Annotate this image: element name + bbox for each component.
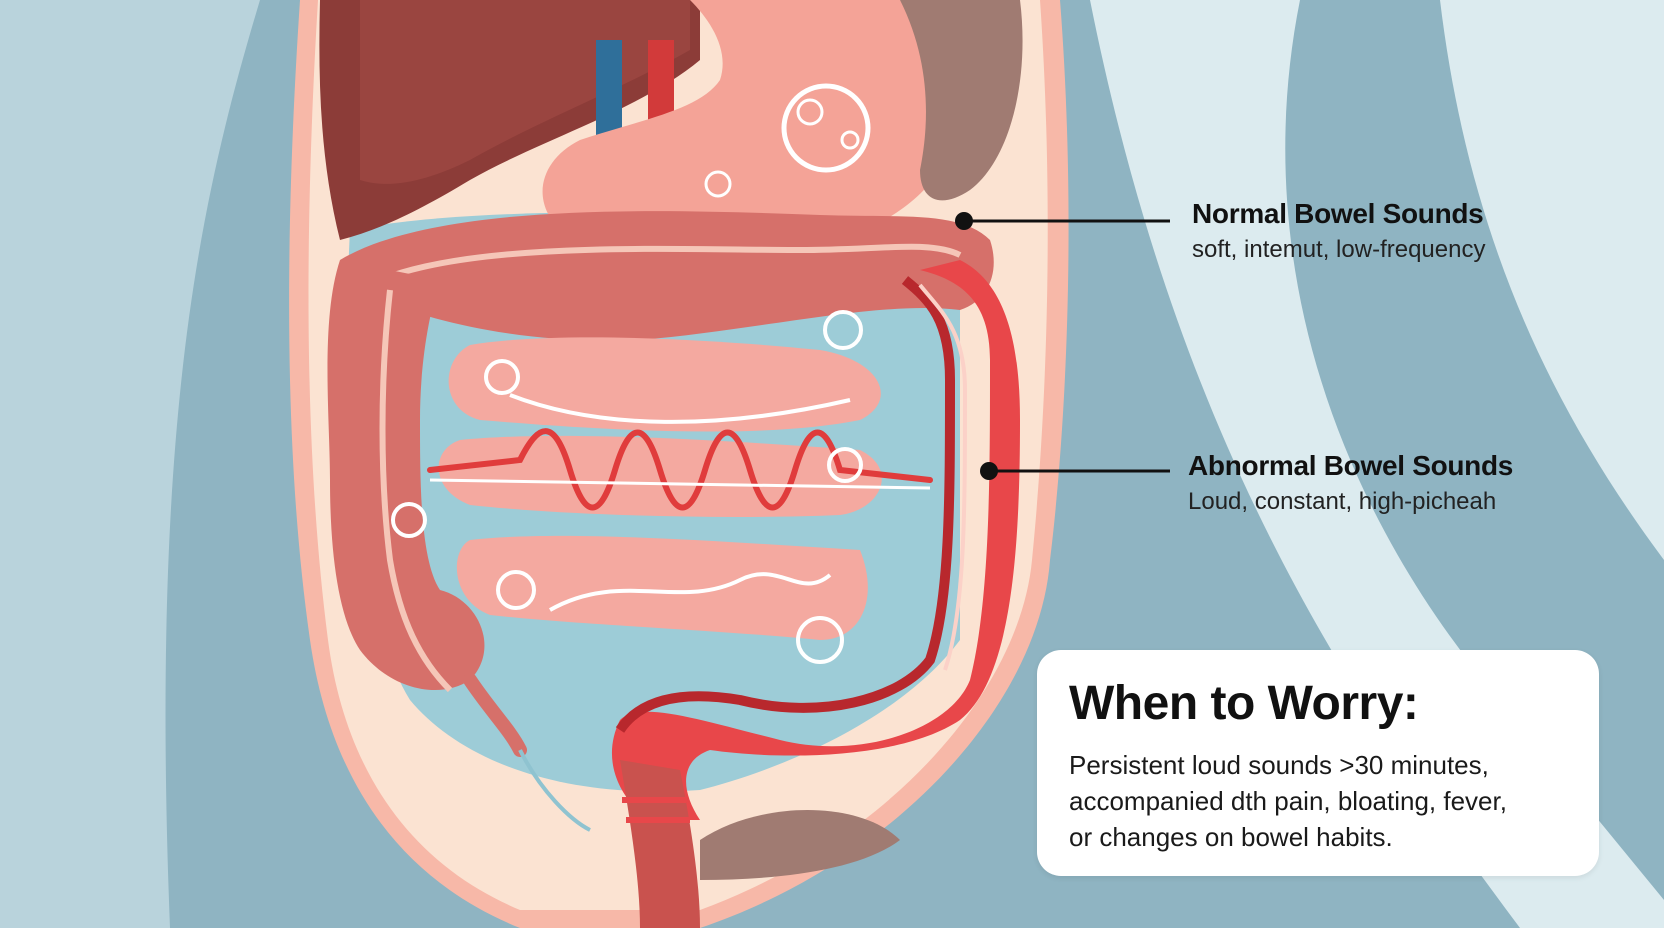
appendix-tail [518,749,591,832]
gas-bubbles [391,83,871,664]
background-stripe-left [0,0,260,928]
ascending-colon-lining [379,289,453,693]
small-intestine-loop-3 [456,535,868,640]
normal-label-title: Normal Bowel Sounds [1192,198,1484,229]
descending-colon-inner [615,276,956,733]
abnormal-bowel-sounds-label: Abnormal Bowel Sounds Loud, constant, hi… [1188,450,1513,516]
rectum-bands [622,797,690,823]
gas-bubble-icon [391,502,427,538]
gas-bubble-icon [823,310,863,350]
normal-label-subtitle: soft, intemut, low-frequency [1192,236,1486,263]
sound-wave-icon [427,428,933,511]
worry-card-line: Persistent loud sounds >30 minutes, [1069,750,1489,780]
gas-bubble-icon [827,447,863,483]
small-intestine-loop-1 [448,337,881,432]
gas-bubble-icon [704,170,732,198]
gas-bubble-icon [796,98,824,126]
background-stripe-right [1090,0,1664,928]
gas-bubble-icon [796,616,844,664]
background-stripe-far-right [1440,0,1664,560]
worry-card-line: or changes on bowel habits. [1069,822,1393,852]
transverse-colon [340,211,994,341]
abnormal-label-subtitle: Loud, constant, high-picheah [1188,488,1497,515]
worry-card-body: Persistent loud sounds >30 minutes, acco… [1069,747,1567,855]
ascending-colon [327,260,485,690]
bladder [700,810,900,880]
sound-wave-baseline [429,478,931,490]
when-to-worry-card: When to Worry: Persistent loud sounds >3… [1037,650,1599,876]
gas-bubble-icon [840,130,860,150]
normal-bowel-sounds-label: Normal Bowel Sounds soft, intemut, low-f… [1192,198,1485,264]
normal-leader-dot [955,212,973,230]
gas-bubble-icon [496,570,536,610]
appendix [463,673,527,757]
transverse-colon-lining [378,243,962,283]
small-intestine-line-3 [549,572,832,612]
gas-bubble-icon [484,359,520,395]
small-intestine-line-1 [509,393,851,424]
gas-bubble-icon [781,83,871,173]
worry-card-title: When to Worry: [1069,677,1419,730]
abnormal-label-title: Abnormal Bowel Sounds [1188,450,1514,481]
worry-card-line: accompanied dth pain, bloating, fever, [1069,786,1507,816]
stomach [542,0,950,251]
abnormal-leader-dot [980,462,998,480]
descending-colon-lining [918,283,968,671]
spleen [900,0,1023,201]
descending-colon [611,260,1020,820]
